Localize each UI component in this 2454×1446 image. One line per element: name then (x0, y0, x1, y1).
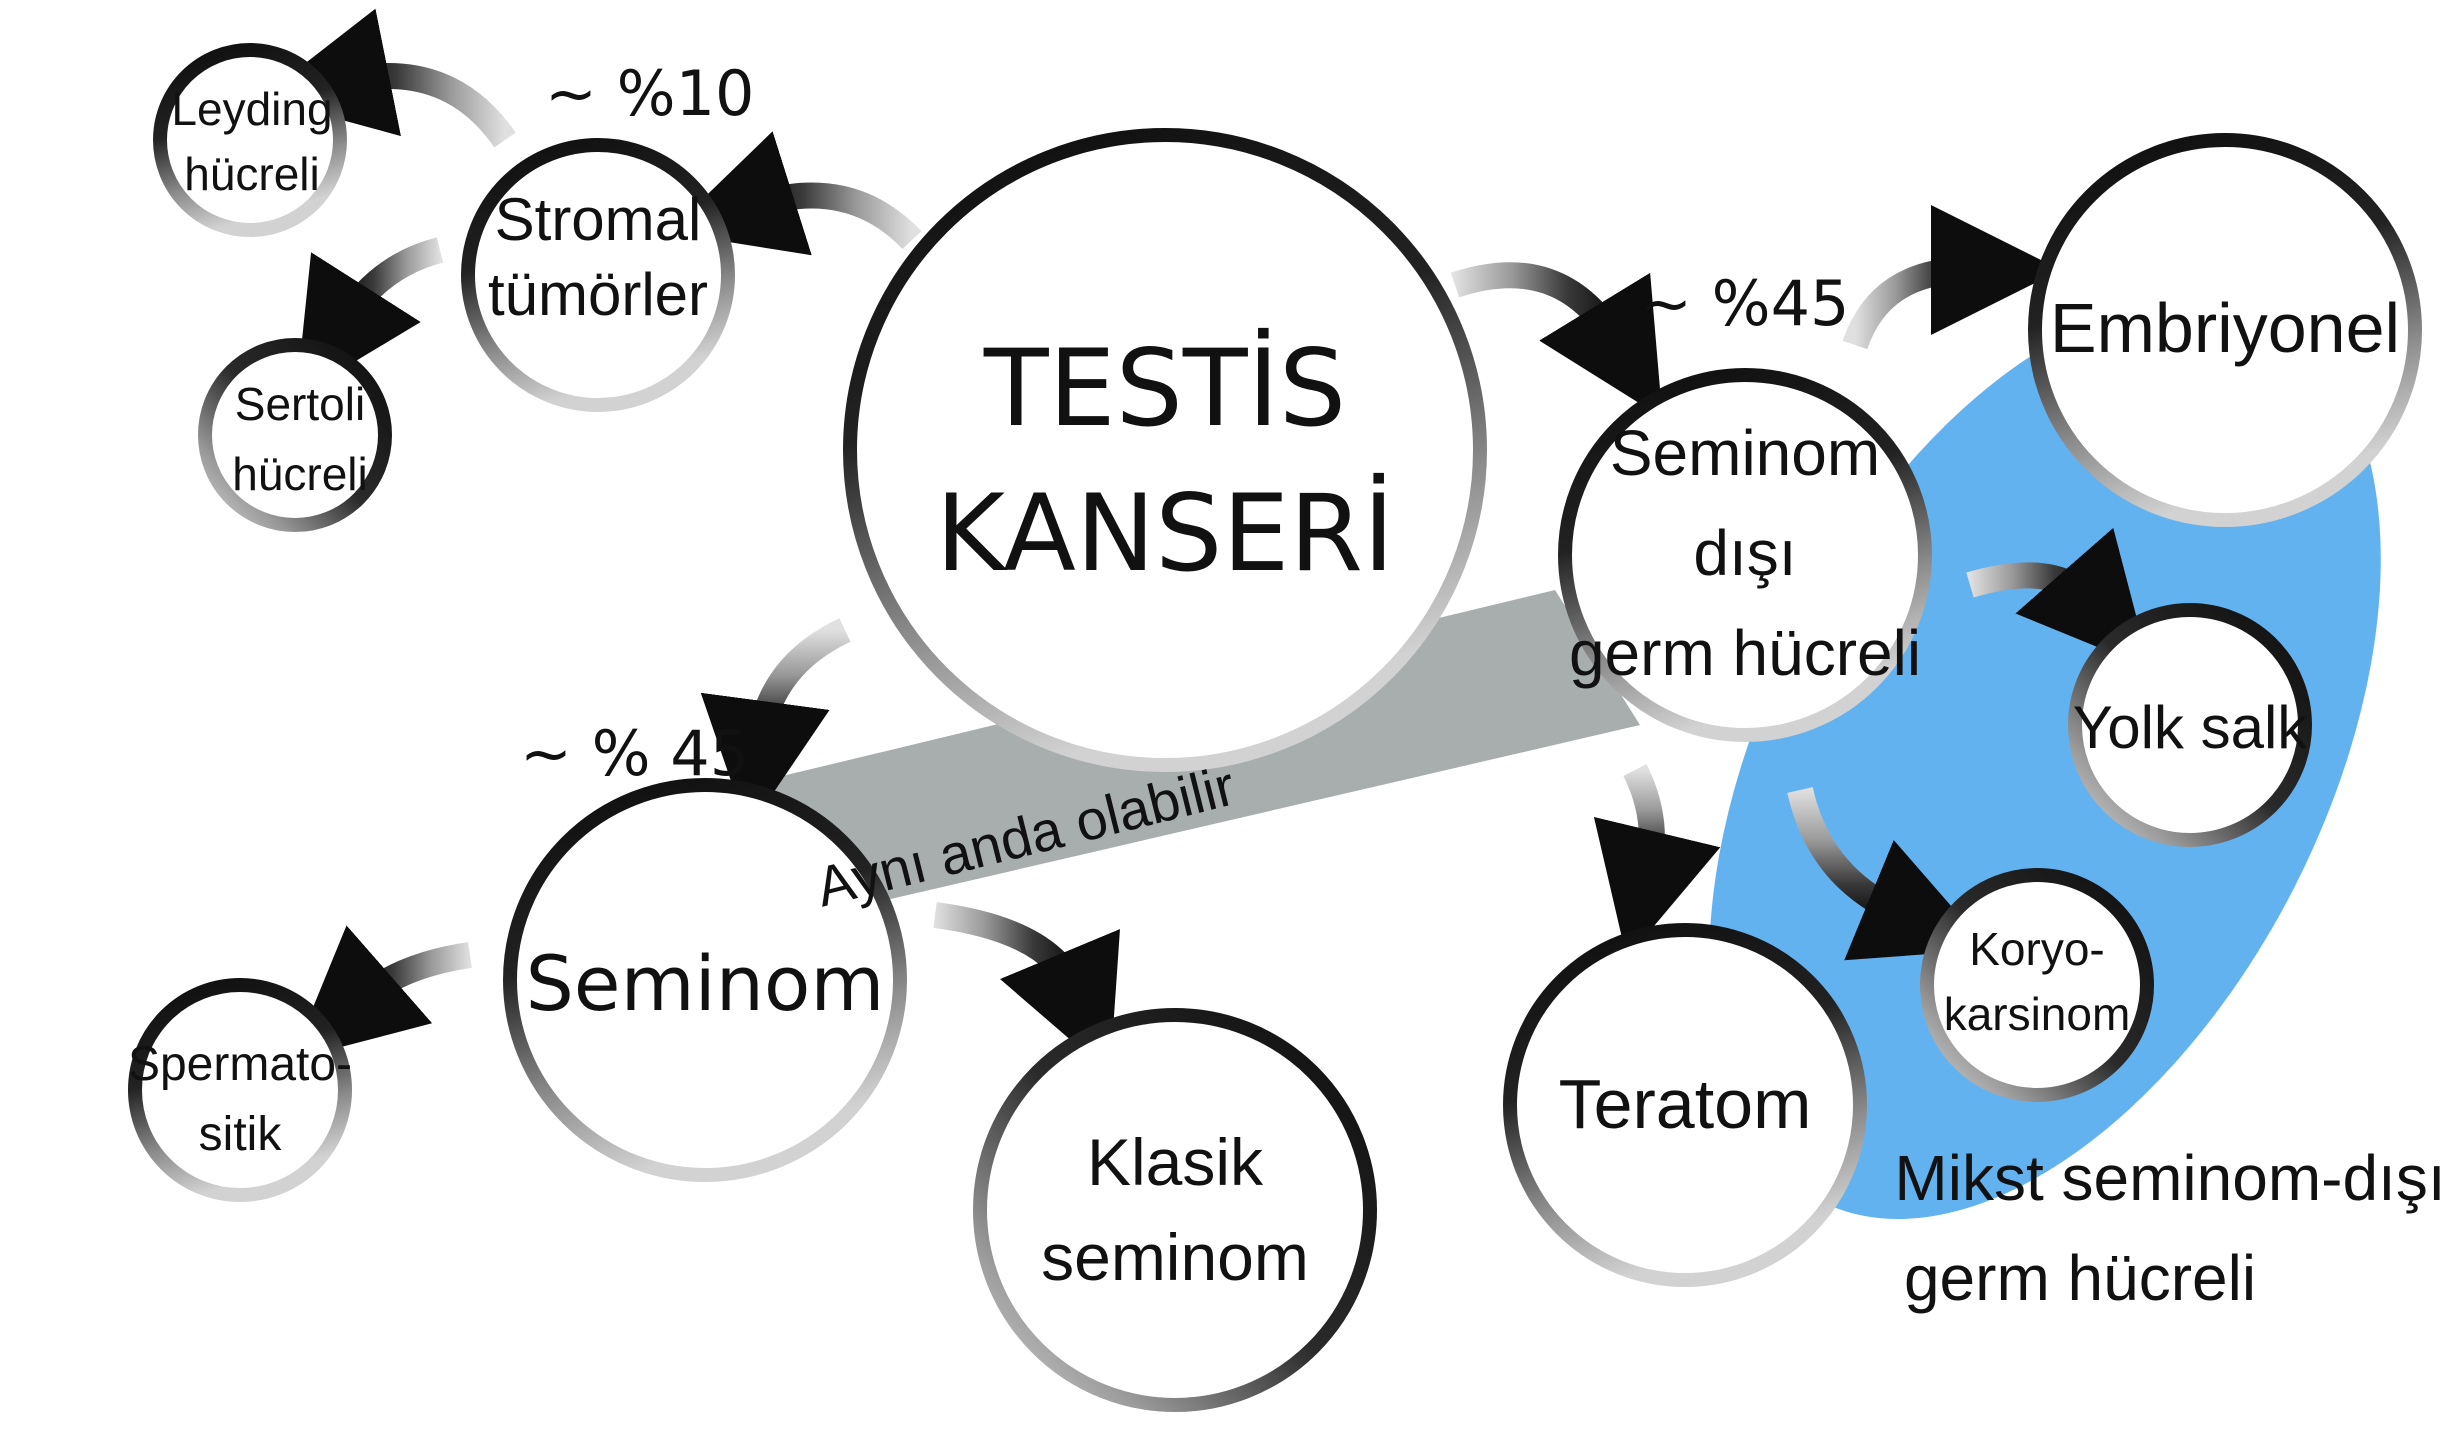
arrow-to-embryonal (1842, 205, 2061, 350)
sertoli-line1: Sertoli (235, 378, 365, 430)
nonseminoma-line3: germ hücreli (1569, 617, 1921, 689)
node-sertoli-circle (198, 338, 392, 532)
classic-line2: seminom (1041, 1220, 1309, 1294)
node-yolk-sac-circle (2068, 603, 2312, 847)
embryonal-label: Embriyonel (2050, 289, 2400, 367)
node-teratoma-circle (1503, 923, 1867, 1287)
node-classic-circle (973, 1008, 1377, 1412)
stromal-percent: ~ %10 (545, 57, 754, 130)
node-nonseminoma-circle (1558, 368, 1932, 742)
node-embryonal-circle (2028, 133, 2422, 527)
choriocarcinoma-line1: Koryo- (1969, 923, 2104, 975)
yolk-sac-label: Yolk salk (2073, 694, 2309, 761)
node-seminoma-circle (503, 778, 907, 1182)
stromal-line1: Stromal (495, 186, 702, 253)
seminoma-percent: ~ % 45 (520, 717, 749, 790)
node-leydig-circle (153, 43, 347, 237)
nodes (128, 43, 2422, 1412)
arrow-to-choriocarcinoma (1787, 786, 1990, 961)
nonseminoma-line1: Seminom (1610, 417, 1880, 489)
arrow-to-leydig (260, 8, 516, 148)
arrow-to-spermatocytic (291, 925, 472, 1060)
arrow-to-seminoma (700, 618, 851, 831)
nonseminoma-line2: dışı (1693, 517, 1796, 589)
sertoli-line2: hücreli (232, 448, 368, 500)
arrow-to-classic (933, 902, 1120, 1074)
arrow-to-yolk-sac (1966, 527, 2150, 669)
teratoma-label: Teratom (1559, 1065, 1812, 1143)
arrows (260, 8, 2150, 1074)
spermatocytic-line2: sitik (199, 1108, 283, 1161)
stromal-line2: tümörler (488, 261, 708, 328)
arrow-to-nonseminoma (1450, 262, 1663, 418)
nonseminoma-percent: ~ %45 (1640, 267, 1849, 340)
mixed-line1: Mikst seminom-dışı (1894, 1142, 2445, 1214)
node-choriocarcinoma-circle (1920, 868, 2154, 1102)
classic-line1: Klasik (1087, 1125, 1264, 1199)
arrow-to-stromal (668, 131, 922, 256)
center-line2: KANSERİ (936, 472, 1395, 595)
mixed-line2: germ hücreli (1904, 1242, 2256, 1314)
spermatocytic-line1: Spermato- (128, 1038, 352, 1091)
node-spermatocytic-circle (128, 978, 352, 1202)
node-stromal-circle (461, 138, 735, 412)
choriocarcinoma-line2: karsinom (1944, 988, 2131, 1040)
leydig-line2: hücreli (184, 148, 320, 200)
arrow-to-sertoli (296, 237, 444, 397)
center-line1: TESTİS (983, 327, 1346, 450)
node-center-circle (843, 128, 1487, 772)
arrow-to-teratoma (1593, 764, 1721, 959)
seminoma-label: Seminom (526, 939, 885, 1028)
leydig-line1: Leyding (171, 83, 332, 135)
